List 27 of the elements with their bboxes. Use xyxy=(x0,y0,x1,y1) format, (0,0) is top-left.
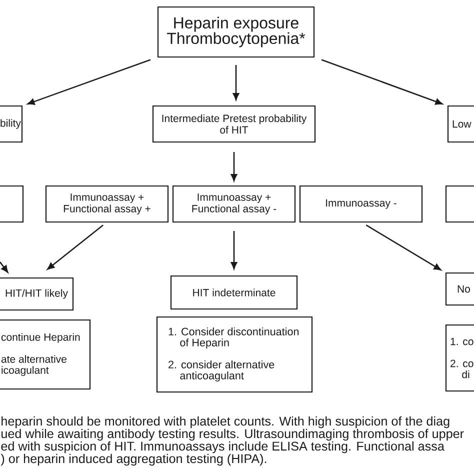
process-box: Immunoassay - xyxy=(299,185,423,223)
footnote-text: ) or heparin induced aggregation testing (HIPA). xyxy=(0,454,266,466)
arrow xyxy=(230,231,238,270)
arrow xyxy=(27,59,151,105)
arrow xyxy=(230,152,238,182)
arrow xyxy=(232,65,240,100)
process-box: continue Heparin ate alternative icoagulant xyxy=(0,319,91,390)
process-box: Low xyxy=(447,105,474,143)
process-box: Immunoassay + Functional assay + xyxy=(45,185,169,223)
arrow xyxy=(366,224,442,270)
footnote-text: ed with suspicion of HIT. Immunoassays include ELISA testing. Functional assa xyxy=(1,441,444,454)
process-box xyxy=(0,185,24,223)
process-box: HIT indeterminate xyxy=(170,275,298,310)
process-box xyxy=(445,185,474,223)
footnote-text: ued while awaiting antibody testing results. Ultrasoundimaging thrombosis of upper xyxy=(2,428,464,441)
process-box: Immunoassay + Functional assay - xyxy=(172,185,296,223)
footnote-text: heparin should be monitored with platelet counts. With high suspicion of the diag xyxy=(2,416,450,428)
process-box: bility xyxy=(0,105,23,143)
arrow xyxy=(321,59,443,105)
process-box: HIT/HIT likely xyxy=(0,277,74,311)
process-box: No xyxy=(445,272,474,306)
process-box: Heparin exposure Thrombocytopenia* xyxy=(157,6,315,58)
process-box: 1. co 2. co di xyxy=(445,324,474,392)
arrow xyxy=(47,224,104,270)
process-box: Intermediate Pretest probability of HIT xyxy=(152,105,316,143)
arrow xyxy=(0,262,8,273)
process-box: 1. Consider discontinuation of Heparin 2. consider alternative anticoagulant xyxy=(156,316,313,393)
